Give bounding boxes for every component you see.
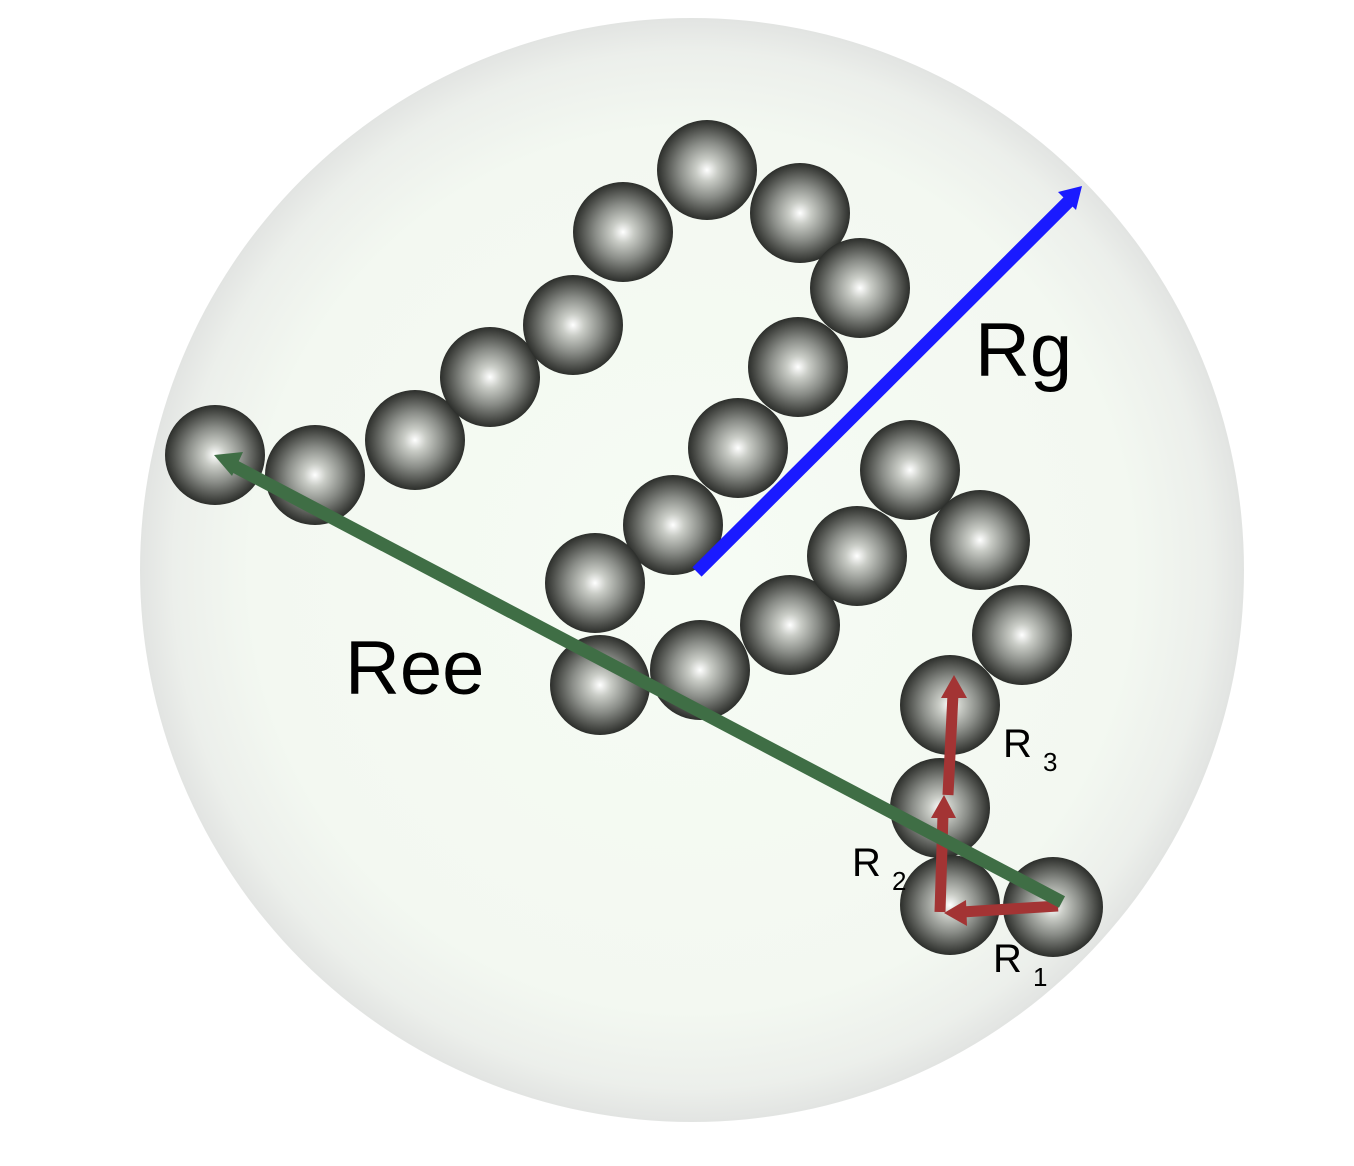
r2-arrow-head bbox=[931, 795, 956, 818]
ree-arrow-head bbox=[214, 452, 243, 476]
bead-23 bbox=[900, 855, 1000, 955]
rg-label: Rg bbox=[975, 308, 1072, 393]
bead-19 bbox=[930, 490, 1030, 590]
r3-label: R 3 bbox=[1003, 722, 1057, 777]
r2-label-sub: 2 bbox=[892, 866, 906, 896]
ree-arrow-shaft bbox=[228, 459, 1066, 908]
r1-label-main: R bbox=[993, 937, 1022, 981]
bead-9 bbox=[810, 238, 910, 338]
r1-arrow-shaft bbox=[961, 900, 1059, 918]
bead-chain bbox=[165, 120, 1103, 957]
r1-label-sub: 1 bbox=[1033, 962, 1047, 992]
r1-label: R 1 bbox=[993, 937, 1047, 992]
r2-label-main: R bbox=[852, 841, 881, 885]
bead-17 bbox=[807, 506, 907, 606]
bead-10 bbox=[748, 317, 848, 417]
r3-arrow-head bbox=[941, 675, 967, 698]
bead-7 bbox=[657, 120, 757, 220]
bead-14 bbox=[550, 635, 650, 735]
bead-5 bbox=[523, 275, 623, 375]
bead-20 bbox=[972, 585, 1072, 685]
r3-arrow-shaft bbox=[942, 693, 959, 796]
bead-13 bbox=[545, 533, 645, 633]
r2-arrow-shaft bbox=[934, 814, 949, 913]
bead-16 bbox=[740, 575, 840, 675]
ree-label: Ree bbox=[345, 626, 484, 711]
bead-3 bbox=[365, 390, 465, 490]
rg-arrow-head bbox=[1058, 186, 1082, 210]
bead-11 bbox=[688, 398, 788, 498]
r2-label: R 2 bbox=[852, 841, 906, 896]
bead-12 bbox=[623, 475, 723, 575]
bead-18 bbox=[860, 420, 960, 520]
r3-label-main: R bbox=[1003, 722, 1032, 766]
rg-arrow-shaft bbox=[692, 195, 1075, 577]
r1-arrow-head bbox=[944, 900, 967, 926]
bead-4 bbox=[440, 327, 540, 427]
vector-arrows bbox=[214, 186, 1082, 926]
bead-8 bbox=[750, 163, 850, 263]
r3-label-sub: 3 bbox=[1043, 747, 1057, 777]
bead-6 bbox=[573, 182, 673, 282]
